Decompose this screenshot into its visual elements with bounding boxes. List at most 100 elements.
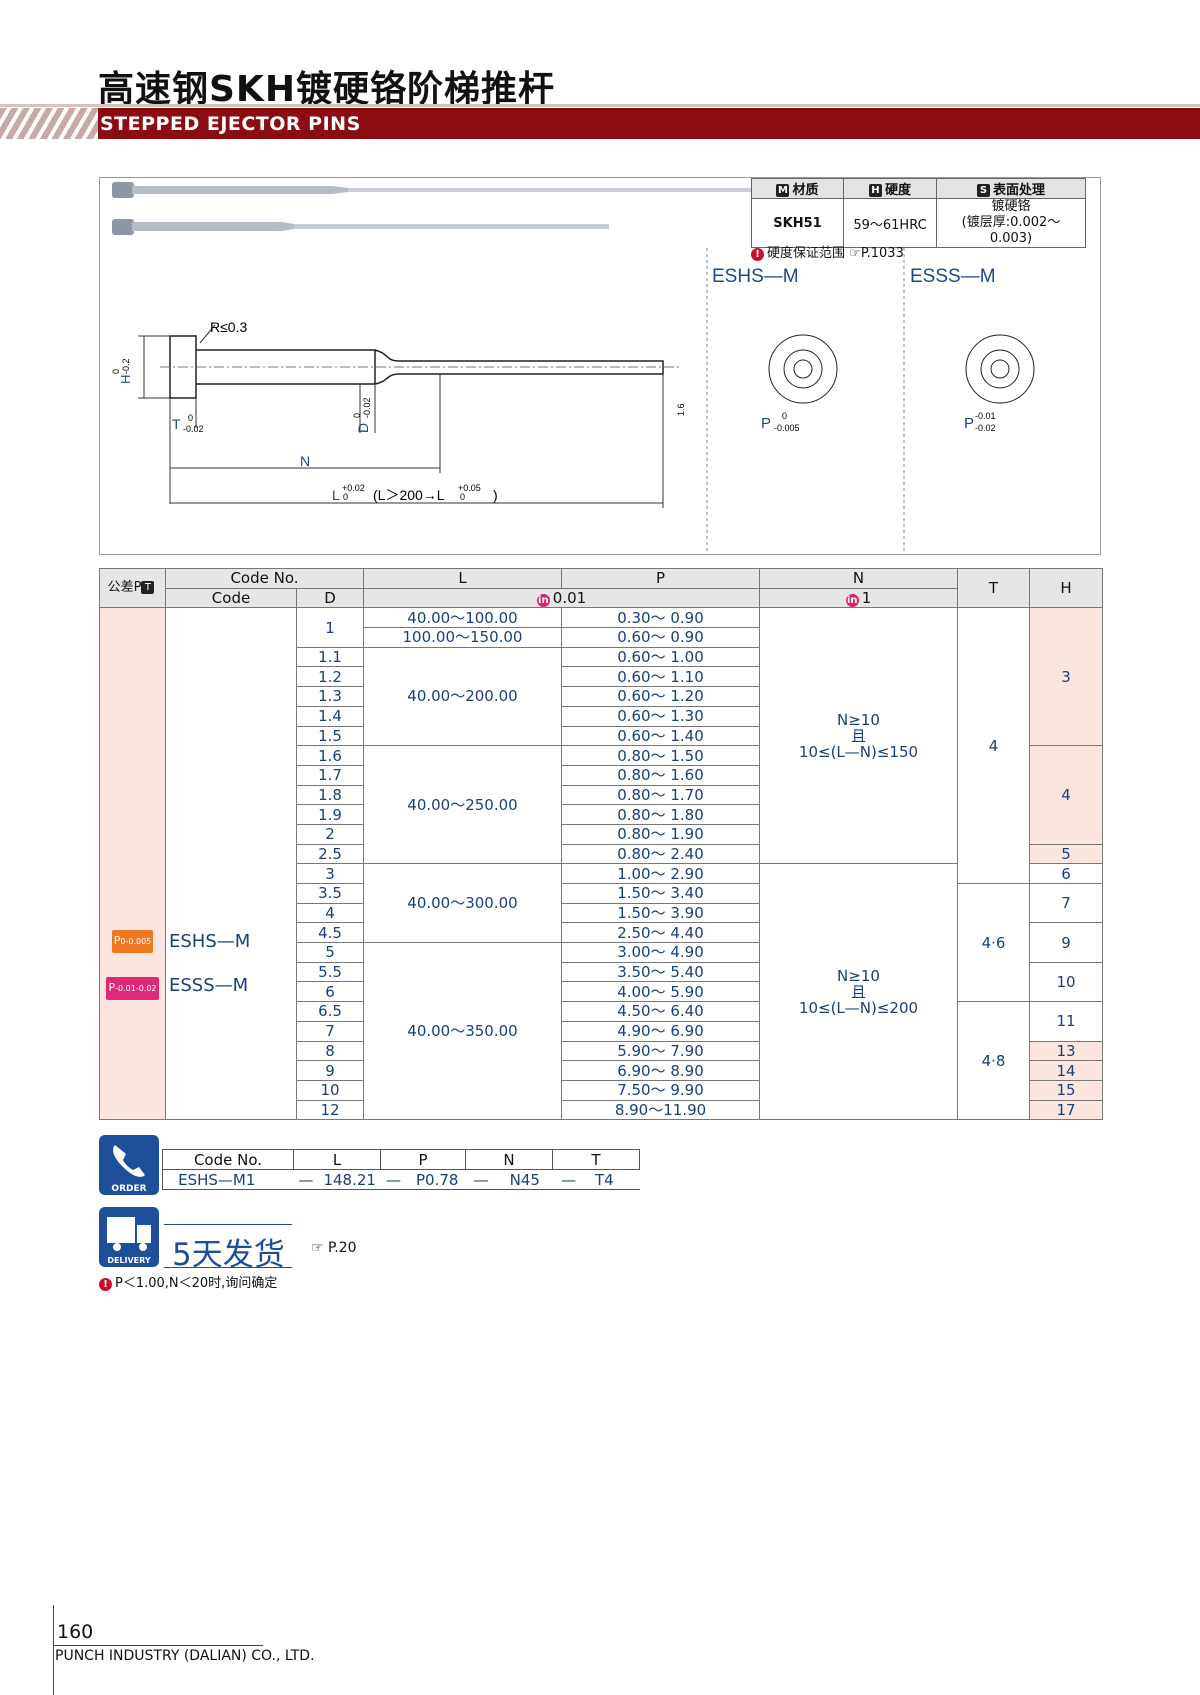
l-cell: 40.00～300.00 bbox=[363, 863, 562, 944]
label-l-tol-a-bot: 0 bbox=[343, 492, 348, 502]
p-cell: 4.00～ 5.90 bbox=[561, 981, 760, 1003]
d-cell: 8 bbox=[296, 1040, 364, 1062]
order-value: T4 bbox=[595, 1170, 614, 1189]
header-d: D bbox=[296, 587, 364, 609]
h-cell: 14 bbox=[1029, 1060, 1103, 1081]
delivery-truck-icon: DELIVERY bbox=[99, 1207, 159, 1267]
warning-icon: ! bbox=[751, 248, 764, 261]
tol-badge-icon: T bbox=[141, 581, 155, 595]
l-cell: 40.00～200.00 bbox=[363, 646, 562, 747]
p-cell: 0.80～ 1.90 bbox=[561, 823, 760, 845]
label-l-tol-b-top: +0.05 bbox=[458, 483, 481, 493]
t-cell: 4 bbox=[957, 607, 1030, 884]
order-header: N bbox=[465, 1149, 553, 1170]
order-value: 148.21 bbox=[323, 1170, 376, 1189]
order-header: Code No. bbox=[162, 1149, 294, 1170]
warning-icon: ! bbox=[99, 1278, 112, 1291]
order-value: P0.78 bbox=[416, 1170, 459, 1189]
delivery-box bbox=[164, 1224, 292, 1268]
d-cell: 2.5 bbox=[296, 843, 364, 865]
d-cell: 12 bbox=[296, 1099, 364, 1121]
d-cell: 5.5 bbox=[296, 961, 364, 983]
p-cell: 1.00～ 2.90 bbox=[561, 863, 760, 884]
h-cell: 13 bbox=[1029, 1040, 1103, 1062]
label-l: L bbox=[332, 487, 340, 503]
banner-stripes bbox=[0, 108, 98, 139]
p-cell: 8.90～11.90 bbox=[561, 1099, 760, 1121]
d-cell: 2 bbox=[296, 823, 364, 845]
tol-p2-badge: P-0.01-0.02 bbox=[106, 976, 159, 1000]
l-cell: 100.00～150.00 bbox=[363, 627, 562, 648]
header-l: L bbox=[363, 568, 562, 589]
d-cell: 1.3 bbox=[296, 686, 364, 707]
delivery-ref: ☞ P.20 bbox=[311, 1240, 357, 1256]
label-l-close: ) bbox=[493, 487, 498, 503]
view2-tol-top: -0.01 bbox=[975, 411, 996, 421]
footer-rule bbox=[53, 1645, 263, 1646]
p-cell: 0.80～ 1.70 bbox=[561, 784, 760, 806]
p-cell: 6.90～ 8.90 bbox=[561, 1060, 760, 1081]
company-name: PUNCH INDUSTRY (DALIAN) CO., LTD. bbox=[55, 1648, 315, 1664]
label-h-tol-bot: -0.2 bbox=[121, 358, 131, 374]
unit-lp: 0.01 bbox=[552, 588, 587, 607]
view1-tol-bot: -0.005 bbox=[774, 423, 800, 433]
label-t-tol-bot: -0.02 bbox=[183, 424, 204, 434]
p-cell: 4.90～ 6.90 bbox=[561, 1020, 760, 1042]
order-value: ESHS—M1 bbox=[178, 1170, 256, 1189]
delivery-note: !P＜1.00,N＜20时,询问确定 bbox=[99, 1272, 277, 1291]
pin-photo bbox=[112, 182, 773, 235]
delivery-label: DELIVERY bbox=[107, 1256, 151, 1265]
pointing-hand-icon: ☞ bbox=[849, 246, 861, 261]
pointing-hand-icon: ☞ bbox=[311, 1240, 324, 1256]
surface-thickness: (镀层厚:0.002～0.003) bbox=[961, 215, 1061, 246]
view-esss-title: ESSS—M bbox=[910, 266, 996, 287]
p-cell: 1.50～ 3.40 bbox=[561, 883, 760, 904]
order-label: ORDER bbox=[111, 1184, 146, 1194]
l-cell: 40.00～250.00 bbox=[363, 745, 562, 865]
code-esss: ESSS—M bbox=[169, 974, 249, 996]
footer-divider bbox=[53, 1605, 54, 1695]
d-cell: 1.2 bbox=[296, 666, 364, 688]
banner-top-line bbox=[0, 104, 1200, 107]
header-n: N bbox=[759, 568, 958, 589]
label-h: H bbox=[118, 375, 133, 384]
p-cell: 3.50～ 5.40 bbox=[561, 961, 760, 983]
d-cell: 5 bbox=[296, 942, 364, 963]
d-cell: 1.8 bbox=[296, 784, 364, 806]
p-cell: 4.50～ 6.40 bbox=[561, 1001, 760, 1022]
hardness-value: 59～61HRC bbox=[843, 198, 937, 248]
d-cell: 1.7 bbox=[296, 764, 364, 786]
p-cell: 0.80～ 1.60 bbox=[561, 764, 760, 786]
p-cell: 0.30～ 0.90 bbox=[561, 607, 760, 629]
page-number: 160 bbox=[57, 1621, 94, 1643]
unit-icon: in bbox=[536, 593, 550, 607]
h-cell: 11 bbox=[1029, 1001, 1103, 1042]
h-cell: 10 bbox=[1029, 961, 1103, 1003]
label-finish: 1.6 bbox=[676, 403, 686, 416]
label-l-tol-a-top: +0.02 bbox=[342, 483, 365, 493]
tol-p1-badge: P0-0.005 bbox=[111, 929, 154, 953]
unit-n: 1 bbox=[861, 588, 872, 607]
d-cell: 1.5 bbox=[296, 725, 364, 747]
h-cell: 9 bbox=[1029, 922, 1103, 963]
p-cell: 0.80～ 1.80 bbox=[561, 804, 760, 825]
p-cell: 7.50～ 9.90 bbox=[561, 1079, 760, 1101]
d-cell: 1.9 bbox=[296, 804, 364, 825]
h-cell: 5 bbox=[1029, 843, 1103, 865]
view2-tol-bot: -0.02 bbox=[975, 423, 996, 433]
material-value: SKH51 bbox=[751, 198, 844, 248]
d-cell: 4 bbox=[296, 902, 364, 924]
d-cell: 4.5 bbox=[296, 922, 364, 944]
d-cell: 10 bbox=[296, 1079, 364, 1101]
page-subtitle: STEPPED EJECTOR PINS bbox=[100, 113, 361, 135]
d-cell: 1.6 bbox=[296, 745, 364, 766]
label-h-tol-top: 0 bbox=[111, 369, 121, 374]
h-cell: 17 bbox=[1029, 1099, 1103, 1121]
drawing-panel: R≤0.3 H 0 -0.2 T 0 -0.02 D 0 -0.02 N L +… bbox=[99, 177, 1101, 555]
end-view-eshs bbox=[768, 334, 838, 404]
label-l-range: (L＞200→L bbox=[373, 487, 445, 503]
p-cell: 2.50～ 4.40 bbox=[561, 922, 760, 944]
